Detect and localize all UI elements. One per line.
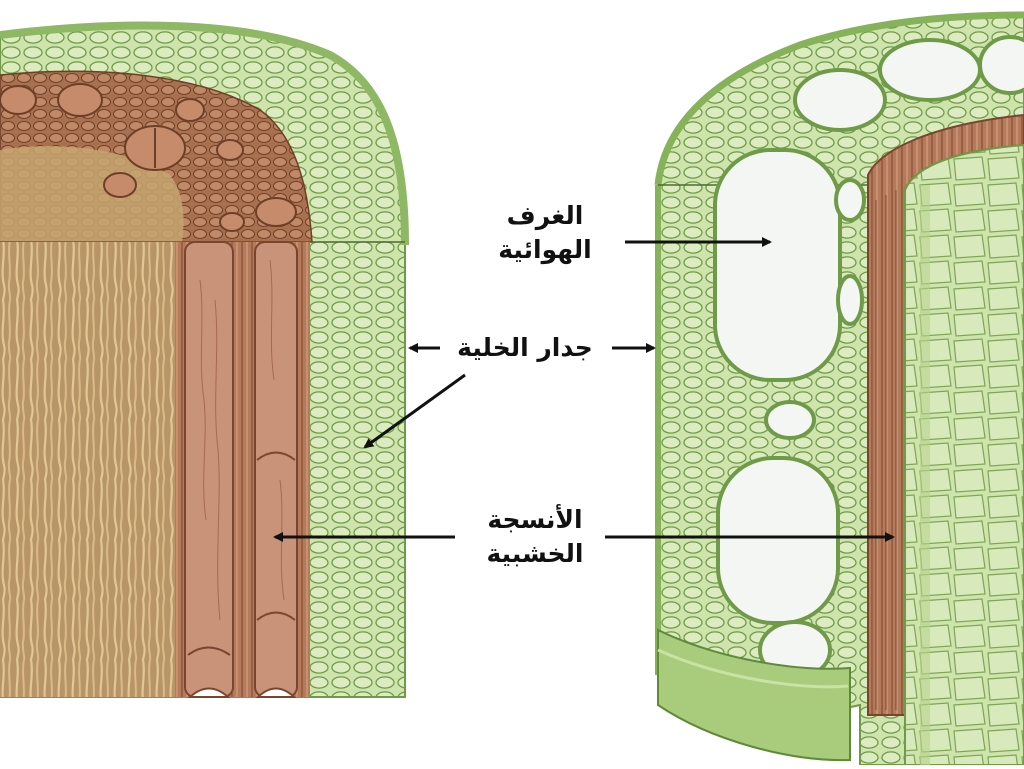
label-cell-wall: جدار الخلية — [440, 331, 610, 365]
air-chamber-6 — [764, 400, 816, 440]
air-chamber-5 — [978, 35, 1024, 95]
air-chambers — [713, 35, 1024, 680]
left-xylem-vessel-1 — [184, 241, 234, 698]
left-stem-vessels — [0, 83, 297, 232]
right-stem-front-flap — [657, 628, 851, 762]
left-xylem-vessel-2 — [254, 241, 298, 698]
label-cell-wall-text: جدار الخلية — [457, 333, 593, 362]
cell-wall-arrow-diagonal — [363, 373, 466, 449]
air-chamber-1 — [713, 148, 842, 382]
air-chamber-4 — [878, 38, 982, 102]
air-chamber-2 — [716, 456, 840, 625]
label-xylem-line1: الأنسجة — [487, 505, 583, 534]
right-stem-section — [654, 11, 1024, 766]
label-air-chambers-line1: الغرف — [506, 201, 584, 230]
left-xylem-vessel-joints — [187, 451, 296, 656]
annotation-arrows — [273, 237, 895, 542]
right-xylem-cell-lines — [875, 190, 897, 710]
left-stem-fibers — [0, 242, 175, 697]
right-flap-highlight — [657, 648, 849, 689]
label-xylem: الأنسجة الخشبية — [455, 503, 615, 571]
right-stem-top-rim — [654, 11, 1024, 186]
air-chamber-9 — [836, 274, 864, 326]
left-stem-epidermis — [0, 21, 409, 246]
left-stem-bottom-openings — [187, 687, 297, 698]
right-stem-pith — [904, 143, 1024, 766]
left-stem-top-fibers — [0, 146, 184, 242]
left-stem-section — [0, 21, 409, 698]
air-chamber-3 — [793, 68, 887, 132]
air-chamber-8 — [834, 178, 866, 222]
label-air-chambers: الغرف الهوائية — [470, 199, 620, 267]
label-xylem-line2: الخشبية — [486, 539, 584, 568]
label-air-chambers-line2: الهوائية — [498, 235, 592, 264]
